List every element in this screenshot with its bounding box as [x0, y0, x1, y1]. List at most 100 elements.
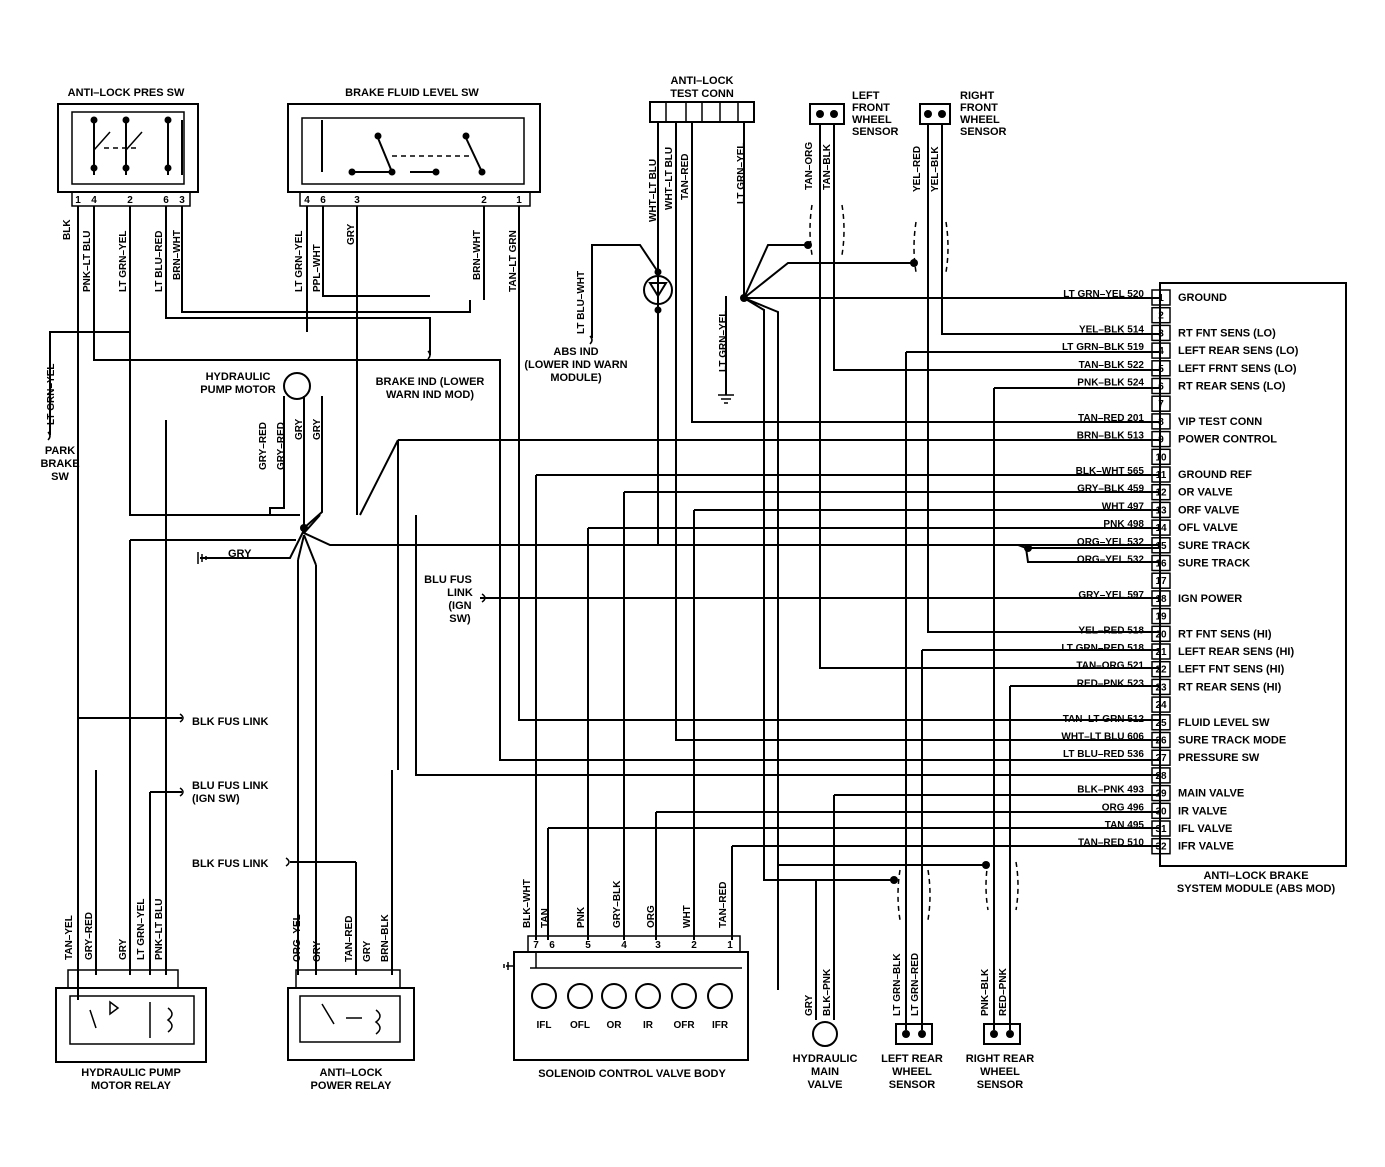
- pres-sw-pin: 4: [91, 195, 97, 206]
- solenoid-pin: 1: [727, 940, 733, 951]
- module-wire-label: YEL–BLK 514: [1079, 324, 1144, 335]
- module-pin-number: 10: [1155, 452, 1167, 463]
- solenoid-pin: 7: [533, 940, 539, 951]
- module-pin-function: GROUND REF: [1178, 469, 1252, 481]
- power-relay-connector: [295, 969, 401, 989]
- wire: [302, 514, 1160, 563]
- test-conn-cavities: [665, 102, 739, 122]
- module-pin-number: 4: [1158, 346, 1164, 357]
- module-pin-function: SURE TRACK: [1178, 558, 1250, 570]
- right-front-wheel-sensor: RIGHT FRONT WHEEL SENSOR YEL–RED YEL–BLK: [912, 90, 1007, 273]
- pump-relay-wire-label: TAN–YEL: [64, 915, 75, 960]
- brake-ind-label: WARN IND MOD): [386, 389, 474, 401]
- pres-sw-contact-dot: [122, 164, 130, 172]
- solenoid-pin: 3: [655, 940, 661, 951]
- power-relay-wire-label: BRN–BLK: [380, 913, 391, 962]
- module-pin-box: [1151, 413, 1171, 430]
- module-pin-number: 5: [1158, 364, 1164, 375]
- module-wire-label: BRN–BLK 513: [1077, 431, 1145, 442]
- module-wire-label: TAN–ORG 521: [1076, 661, 1144, 672]
- wire: [743, 244, 1160, 990]
- module-pin-number: 29: [1155, 789, 1167, 800]
- abs-module-label: ANTI–LOCK BRAKE: [1203, 870, 1308, 882]
- solenoid-coil-ifl: [531, 983, 557, 1009]
- module-wire-label: ORG 496: [1102, 802, 1145, 813]
- abs-ind-diode: [643, 275, 673, 305]
- pres-sw-contact-dot: [122, 116, 130, 124]
- anti-lock-test-connector: ANTI–LOCK TEST CONN WHT–LT BLU WHT–LT BL…: [648, 75, 755, 222]
- abs-module-housing: [1159, 282, 1347, 867]
- misc-labels: HYDRAULIC PUMP MOTOR GRY–RED GRY–RED GRY…: [40, 271, 729, 870]
- lr-sensor-wire-label: LT GRN–BLK: [892, 953, 903, 1016]
- wire: [693, 509, 1160, 940]
- park-brake-label: BRAKE: [40, 458, 79, 470]
- lf-sensor-label: FRONT: [852, 102, 890, 114]
- solenoid-valve-label: OR: [607, 1020, 623, 1031]
- solenoid-coil-ifr: [707, 983, 733, 1009]
- power-relay-label: POWER RELAY: [311, 1080, 393, 1092]
- module-pin-number: 14: [1155, 523, 1167, 534]
- fluid-sw-housing: [287, 103, 541, 193]
- test-conn-wire-label: LT GRN–YEL: [736, 143, 747, 204]
- main-valve-label: VALVE: [807, 1079, 842, 1091]
- module-pin-box: [1151, 607, 1171, 625]
- solenoid-housing: [513, 951, 749, 1061]
- module-pin-box: [1151, 360, 1171, 377]
- wire: [623, 491, 1160, 940]
- ground-symbol: [718, 394, 734, 404]
- power-relay-internals: [321, 1003, 381, 1035]
- blk-fus-link-label: BLK FUS LINK: [192, 858, 268, 870]
- abs-ind-wire-label: LT BLU–WHT: [576, 271, 587, 334]
- main-valve-label: MAIN: [811, 1066, 839, 1078]
- rr-sensor-connector: [983, 1023, 1021, 1045]
- wire: [921, 649, 1160, 1030]
- pump-relay-housing: [55, 987, 207, 1063]
- solenoid-wire-label: TAN–RED: [718, 882, 729, 928]
- module-pin-number: 15: [1155, 541, 1167, 552]
- module-wire-label: WHT–LT BLU 606: [1061, 732, 1144, 743]
- wire: [49, 206, 131, 435]
- junction: [804, 241, 812, 249]
- lr-twisted-pair: [897, 869, 931, 921]
- module-wire-label: LT GRN–BLK 519: [1062, 342, 1144, 353]
- module-pin-number: 30: [1155, 806, 1167, 817]
- hydraulic-main-valve: GRY BLK–PNK HYDRAULIC MAIN VALVE: [793, 968, 858, 1091]
- pump-motor-wire-label: GRY: [312, 418, 323, 440]
- solenoid-valve-label: IR: [643, 1020, 654, 1031]
- pump-relay-connector: [67, 969, 179, 989]
- pump-relay-internals: [89, 1000, 173, 1038]
- module-pin-box: [1151, 519, 1171, 536]
- park-brake-wire-label: LT GRN–YEL: [46, 364, 57, 425]
- solenoid-coil-ir: [635, 983, 661, 1009]
- wire: [833, 794, 1160, 1020]
- module-pin-box: [1151, 660, 1171, 678]
- pump-motor-label: PUMP MOTOR: [200, 384, 275, 396]
- module-pin-number: 12: [1155, 488, 1167, 499]
- module-wire-label: YEL–RED 518: [1078, 625, 1144, 636]
- fluid-sw-pin: 1: [516, 195, 522, 206]
- wire: [518, 206, 1160, 721]
- blk-fus-link-label: BLK FUS LINK: [192, 716, 268, 728]
- module-wire-label: BLK–PNK 493: [1077, 785, 1144, 796]
- fluid-sw-pin: 6: [320, 195, 326, 206]
- module-wire-label: LT BLU–RED 536: [1063, 749, 1144, 760]
- park-brake-label: PARK: [45, 445, 75, 457]
- pres-sw-contacts: [93, 131, 143, 151]
- wire: [303, 396, 323, 529]
- ground-wire-label: LT GRN–YEL: [718, 311, 729, 372]
- wire: [587, 527, 1160, 940]
- fluid-sw-wire-label: GRY: [346, 223, 357, 245]
- solenoid-coil-ofr: [671, 983, 697, 1009]
- module-pin-box: [1151, 554, 1171, 572]
- blu-fus-link-ign-label: (IGN SW): [192, 793, 240, 805]
- fluid-sw-pin: 4: [304, 195, 310, 206]
- lf-sensor-terminal: [830, 110, 838, 118]
- fluid-sw-wire-label: PPL–WHT: [312, 244, 323, 292]
- abs-ind-label: ABS IND: [553, 346, 598, 358]
- module-pin-function: SURE TRACK: [1178, 540, 1250, 552]
- solenoid-wire-label: ORG: [646, 905, 657, 928]
- right-rear-wheel-sensor: PNK–BLK RED–PNK RIGHT REAR WHEEL SENSOR: [966, 967, 1035, 1091]
- fluid-sw-internal-wires: [321, 120, 483, 173]
